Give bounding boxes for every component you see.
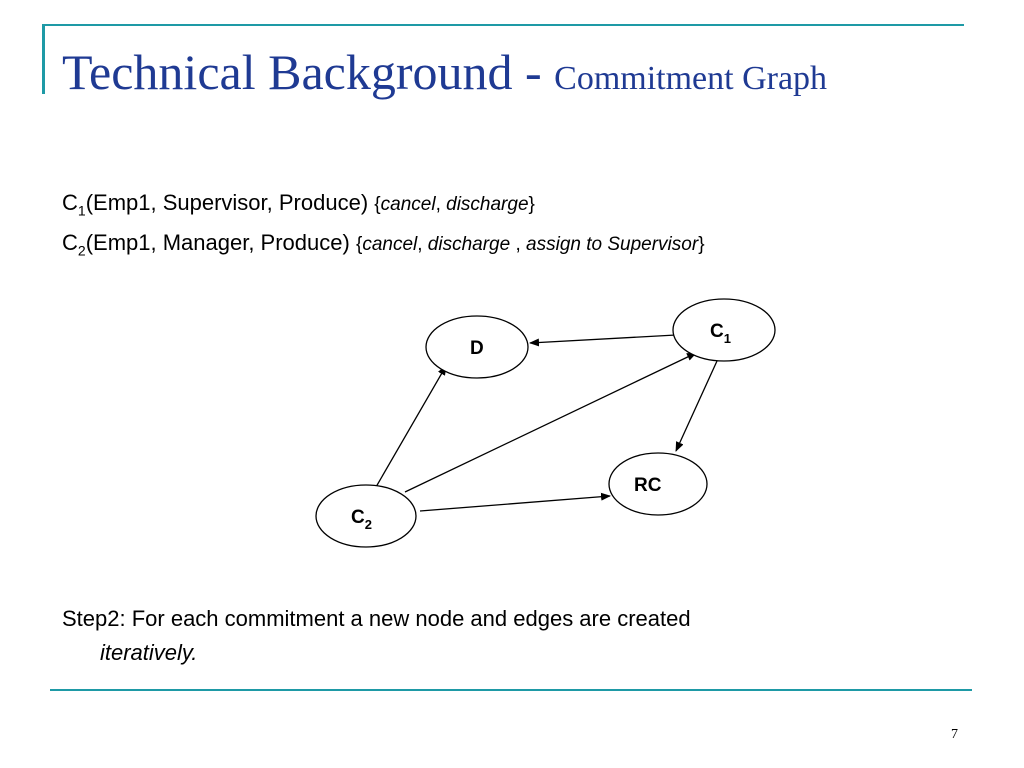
edge-c1-to-rc — [675, 360, 718, 452]
brace-close: } — [528, 194, 535, 215]
node-d: D — [425, 315, 529, 379]
frame-top-rule — [42, 24, 964, 26]
action-discharge: discharge — [446, 194, 529, 215]
edge-c2-to-rc — [419, 492, 611, 512]
node-c2-letter: C — [351, 507, 365, 528]
node-c2: C2 — [315, 484, 417, 548]
title-sub: Commitment Graph — [554, 60, 828, 97]
action-assign-to-supervisor: assign to Supervisor — [526, 234, 699, 255]
brace-open: { — [374, 194, 381, 215]
action-separator: , — [515, 234, 527, 255]
node-d-label: D — [470, 338, 484, 359]
node-c1: C1 — [672, 298, 776, 362]
node-c1-label: C1 — [710, 321, 731, 346]
frame-vertical-rule — [42, 24, 45, 94]
node-rc-label: RC — [634, 475, 662, 496]
brace-close: } — [698, 234, 705, 255]
action-separator: , — [435, 194, 447, 215]
commitment-index: 2 — [77, 242, 86, 259]
node-c2-label: C2 — [351, 507, 372, 532]
commitment-name: C — [62, 190, 78, 215]
action-cancel: cancel — [362, 234, 418, 255]
commitment-index: 1 — [77, 202, 86, 219]
node-c1-letter: C — [710, 321, 724, 342]
action-separator: , — [417, 234, 428, 255]
slide-title: Technical Background - Commitment Graph — [62, 42, 827, 109]
node-rc: RC — [608, 452, 708, 516]
page-number: 7 — [951, 727, 958, 742]
node-c1-subscript: 1 — [724, 331, 731, 346]
title-main: Technical Background - — [62, 44, 555, 100]
step-continuation: iteratively. — [100, 640, 198, 665]
brace-open: { — [355, 234, 363, 255]
edge-c2-to-d — [375, 365, 447, 488]
edge-c1-to-d — [529, 334, 677, 347]
step-text: Step2: For each commitment a new node an… — [62, 602, 691, 670]
commitment-name: C — [62, 230, 78, 255]
commitment-args: (Emp1, Supervisor, Produce) — [85, 190, 369, 215]
edge-c2-to-c1 — [404, 352, 697, 493]
node-c2-subscript: 2 — [365, 517, 372, 532]
action-cancel: cancel — [380, 194, 436, 215]
action-discharge: discharge — [427, 234, 516, 255]
commitment-args: (Emp1, Manager, Produce) — [85, 230, 350, 255]
footer-rule — [50, 689, 972, 691]
commitment-line-2: C2(Emp1, Manager, Produce) {cancel, disc… — [62, 230, 705, 258]
step-main: Step2: For each commitment a new node an… — [62, 606, 691, 631]
commitment-line-1: C1(Emp1, Supervisor, Produce) {cancel, d… — [62, 190, 535, 218]
